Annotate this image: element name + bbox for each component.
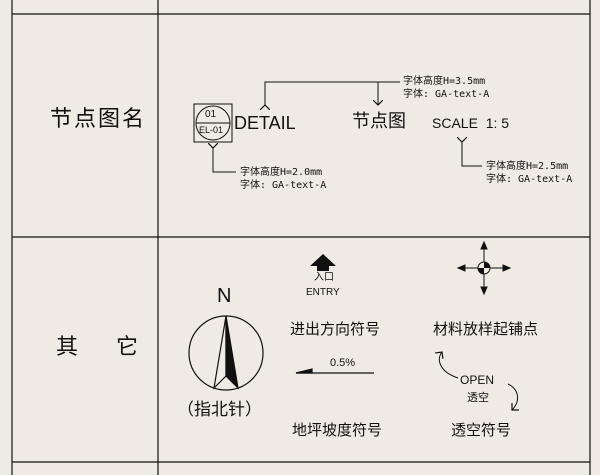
row-label-node-title: 节点图名 (50, 107, 147, 132)
north-arrow-symbol (188, 315, 264, 391)
detail-marker-bottom-text: EL-01 (199, 125, 224, 135)
slope-caption: 地坪坡度符号 (292, 421, 383, 439)
cn-node-title: 节点图 (352, 111, 406, 132)
open-void-arrows (439, 352, 517, 410)
slope-value: 0.5% (330, 357, 356, 369)
entry-caption: 进出方向符号 (290, 320, 381, 338)
material-caption: 材料放样起铺点 (433, 320, 539, 338)
row-label-others: 其 它 (56, 335, 140, 360)
north-arrow-caption: （指北针） (177, 400, 262, 420)
slope-symbol (295, 368, 374, 374)
north-letter: N (217, 285, 232, 307)
detail-marker-top-text: 01 (205, 109, 217, 120)
note-top: 字体高度H=3.5mm 字体: GA-text-A (403, 76, 490, 100)
scale-text: SCALE 1: 5 (432, 115, 510, 131)
table-grid (11, 0, 591, 475)
entry-cn-text: 入口 (314, 272, 334, 283)
detail-marker-symbol (193, 103, 233, 143)
detail-label: DETAIL (234, 113, 296, 133)
open-en-text: OPEN (460, 373, 495, 387)
entry-en-text: ENTRY (306, 287, 340, 298)
note-left: 字体高度H=2.0mm 字体: GA-text-A (240, 167, 327, 191)
open-cn-text: 透空 (467, 391, 489, 404)
note-leaders (213, 81, 482, 173)
note-right: 字体高度H=2.5mm 字体: GA-text-A (486, 161, 573, 185)
material-start-symbol (456, 240, 512, 296)
open-caption: 透空符号 (451, 421, 512, 439)
entry-arrow-symbol (310, 254, 336, 271)
